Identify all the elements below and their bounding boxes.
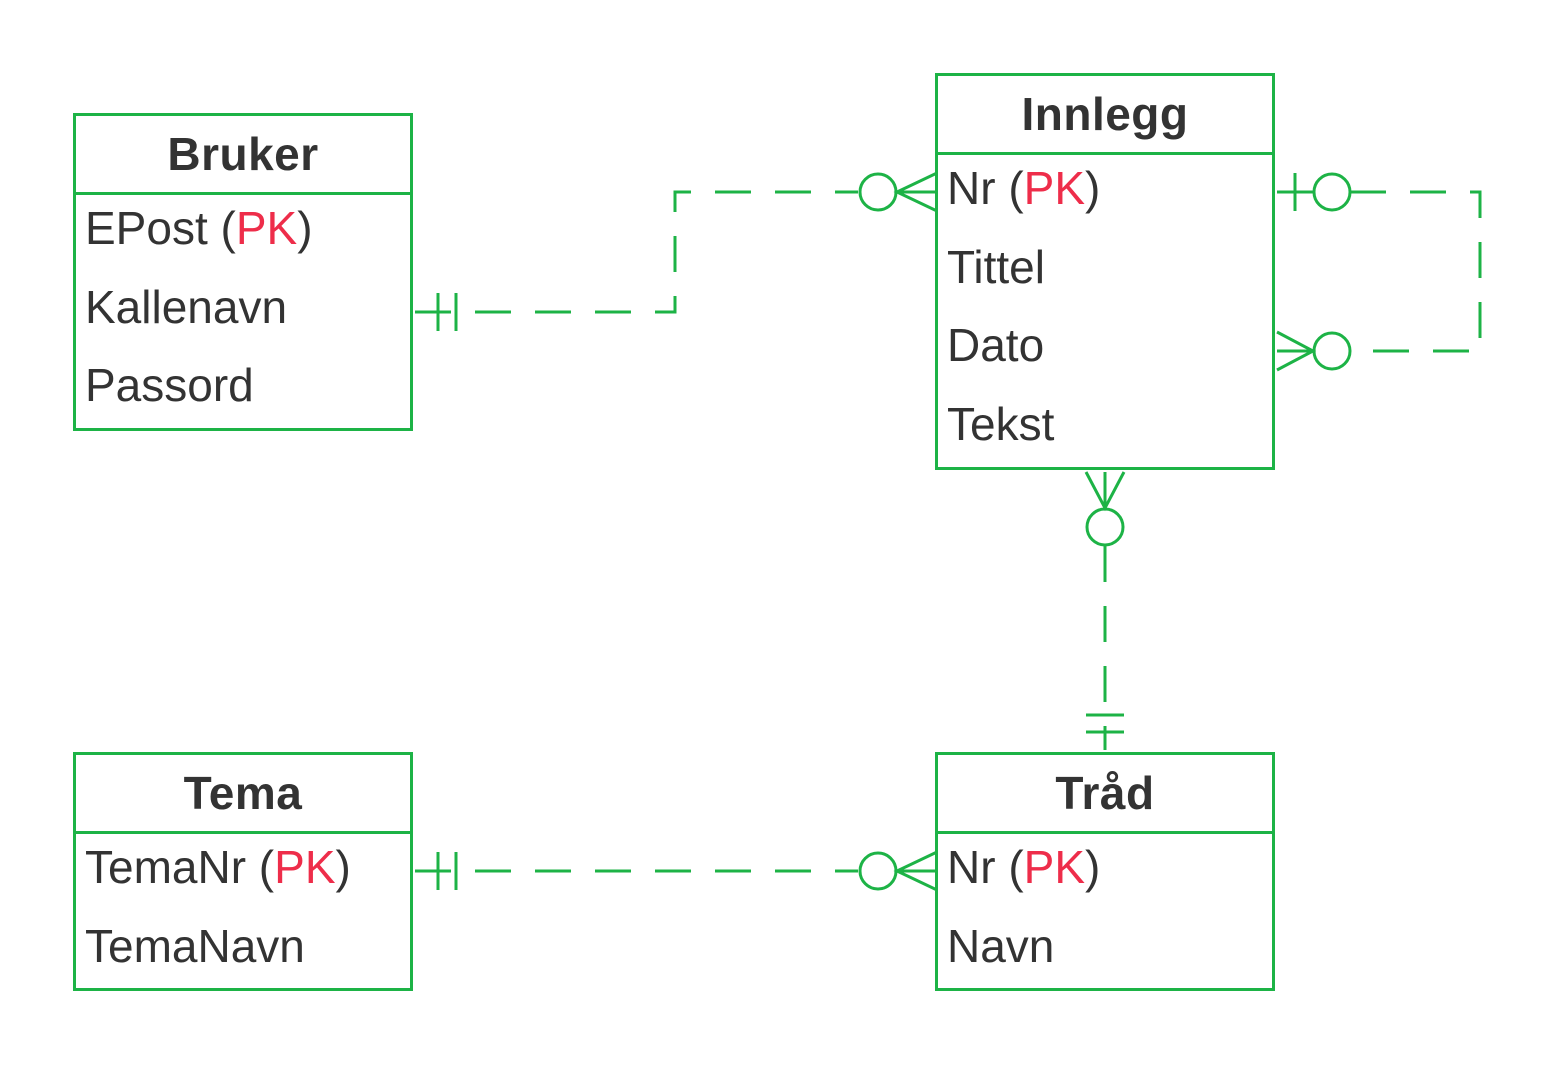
entity-title: Tråd	[938, 755, 1272, 834]
connector-line	[415, 190, 858, 314]
attribute-row: Navn	[947, 913, 1272, 992]
attribute-row: Kallenavn	[85, 274, 410, 353]
attribute-list: Nr (PK) Navn	[938, 834, 1272, 991]
crow-foot-marker	[1084, 471, 1126, 512]
relationship-innlegg-self[interactable]	[1276, 172, 1482, 372]
attribute-row: EPost (PK)	[85, 202, 313, 254]
attribute-name: Kallenavn	[85, 280, 288, 333]
attribute-name: Nr	[947, 162, 996, 214]
one-marker	[1277, 173, 1313, 211]
zero-marker	[858, 851, 898, 891]
attribute-name: EPost	[85, 202, 208, 254]
zero-marker	[1312, 331, 1352, 371]
zero-marker	[1085, 507, 1125, 547]
entity-traad[interactable]: Tråd Nr (PK) Navn	[935, 752, 1275, 991]
primary-key-tag: PK	[1023, 162, 1086, 214]
attribute-row: TemaNavn	[85, 913, 410, 992]
connector-line	[1350, 190, 1482, 353]
entity-tema[interactable]: Tema TemaNr (PK) TemaNavn	[73, 752, 413, 991]
attribute-row: Dato	[947, 312, 1272, 391]
primary-key-tag: PK	[235, 202, 298, 254]
attribute-name: Dato	[947, 319, 1045, 371]
attribute-row: TemaNr (PK)	[85, 841, 351, 893]
attribute-list: Nr (PK) Tittel Dato Tekst	[938, 155, 1272, 469]
primary-key-tag: PK	[1023, 841, 1086, 893]
attribute-row: Nr (PK)	[947, 841, 1101, 893]
one-and-only-one-marker	[436, 293, 458, 331]
relationship-bruker-innlegg[interactable]	[415, 171, 938, 331]
entity-innlegg[interactable]: Innlegg Nr (PK) Tittel Dato Tekst	[935, 73, 1275, 470]
attribute-name: TemaNr	[85, 841, 247, 893]
attribute-name: Nr	[947, 841, 996, 893]
relationship-tema-traad[interactable]	[415, 850, 938, 892]
attribute-name: Passord	[85, 359, 254, 411]
zero-marker	[1312, 172, 1352, 212]
relationship-traad-innlegg[interactable]	[1084, 471, 1126, 750]
attribute-list: TemaNr (PK) TemaNavn	[76, 834, 410, 991]
attribute-row: Passord	[85, 352, 410, 431]
crow-foot-marker	[893, 850, 938, 892]
zero-marker	[858, 172, 898, 212]
one-and-only-one-marker	[1086, 713, 1124, 734]
crow-foot-marker	[893, 171, 938, 213]
entity-title: Innlegg	[938, 76, 1272, 155]
attribute-name: Navn	[947, 919, 1055, 972]
entity-bruker[interactable]: Bruker EPost (PK) Kallenavn Passord	[73, 113, 413, 431]
attribute-name: Tekst	[947, 397, 1055, 450]
attribute-row: Nr (PK)	[947, 162, 1101, 214]
attribute-name: TemaNavn	[85, 919, 305, 972]
attribute-row: Tittel	[947, 234, 1272, 313]
one-and-only-one-marker	[436, 852, 458, 890]
attribute-name: Tittel	[947, 240, 1045, 293]
entity-title: Tema	[76, 755, 410, 834]
crow-foot-marker	[1276, 330, 1317, 372]
attribute-row: Tekst	[947, 391, 1272, 470]
entity-title: Bruker	[76, 116, 410, 195]
attribute-list: EPost (PK) Kallenavn Passord	[76, 195, 410, 431]
primary-key-tag: PK	[274, 841, 336, 893]
